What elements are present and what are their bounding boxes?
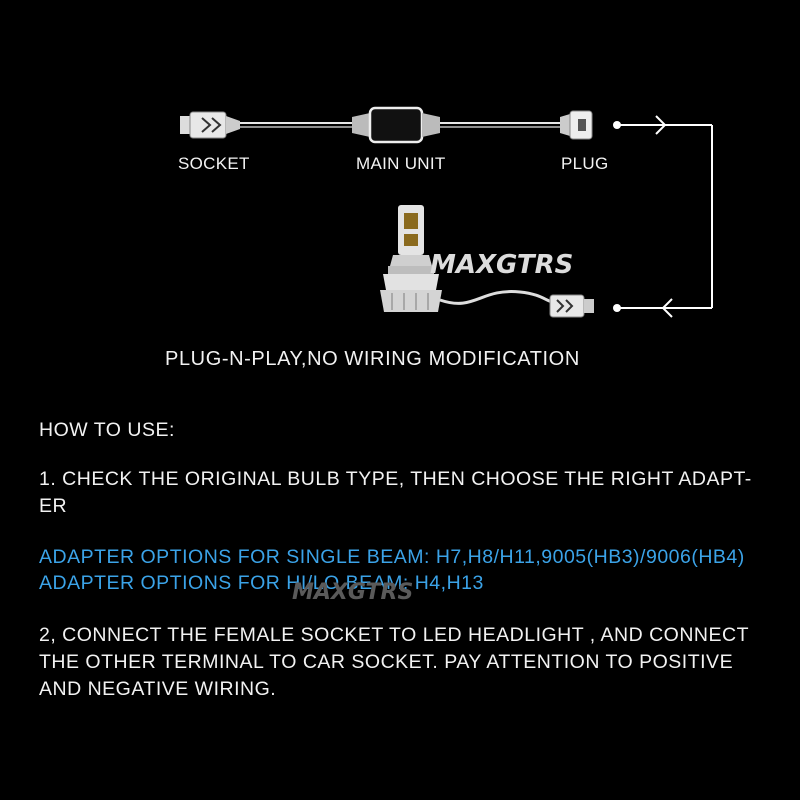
wiring-diagram: [180, 106, 713, 318]
wire-socket-to-unit: [240, 122, 355, 128]
plug-connector-icon: [560, 110, 593, 140]
step2-line3: AND NEGATIVE WIRING.: [39, 678, 277, 700]
watermark-diagram: MAXGTRS: [430, 250, 574, 280]
led-bulb-icon: [380, 205, 442, 312]
main-unit-icon: [352, 106, 440, 144]
socket-connector-icon: [180, 111, 240, 139]
main-unit-label: MAIN UNIT: [356, 154, 446, 173]
bulb-cable: [439, 290, 553, 305]
wire-unit-to-plug: [440, 122, 565, 128]
adapter-options-hilo-beam: ADAPTER OPTIONS FOR HI/LO BEAM: H4,H13: [39, 572, 484, 594]
socket-label: SOCKET: [178, 154, 250, 173]
step2-line1: 2, CONNECT THE FEMALE SOCKET TO LED HEAD…: [39, 624, 749, 646]
how-to-use-heading: HOW TO USE:: [39, 419, 175, 441]
connection-loop: [613, 115, 713, 318]
adapter-options-single-beam: ADAPTER OPTIONS FOR SINGLE BEAM: H7,H8/H…: [39, 546, 745, 568]
step2-line2: THE OTHER TERMINAL TO CAR SOCKET. PAY AT…: [39, 651, 734, 673]
bulb-connector-icon: [549, 294, 594, 318]
plug-label: PLUG: [561, 154, 609, 173]
step1-line2: ER: [39, 495, 68, 517]
watermark-instructions: MAXGTRS: [292, 580, 414, 605]
diagram-caption: PLUG-N-PLAY,NO WIRING MODIFICATION: [165, 348, 580, 370]
step1-line1: 1. CHECK THE ORIGINAL BULB TYPE, THEN CH…: [39, 468, 752, 490]
